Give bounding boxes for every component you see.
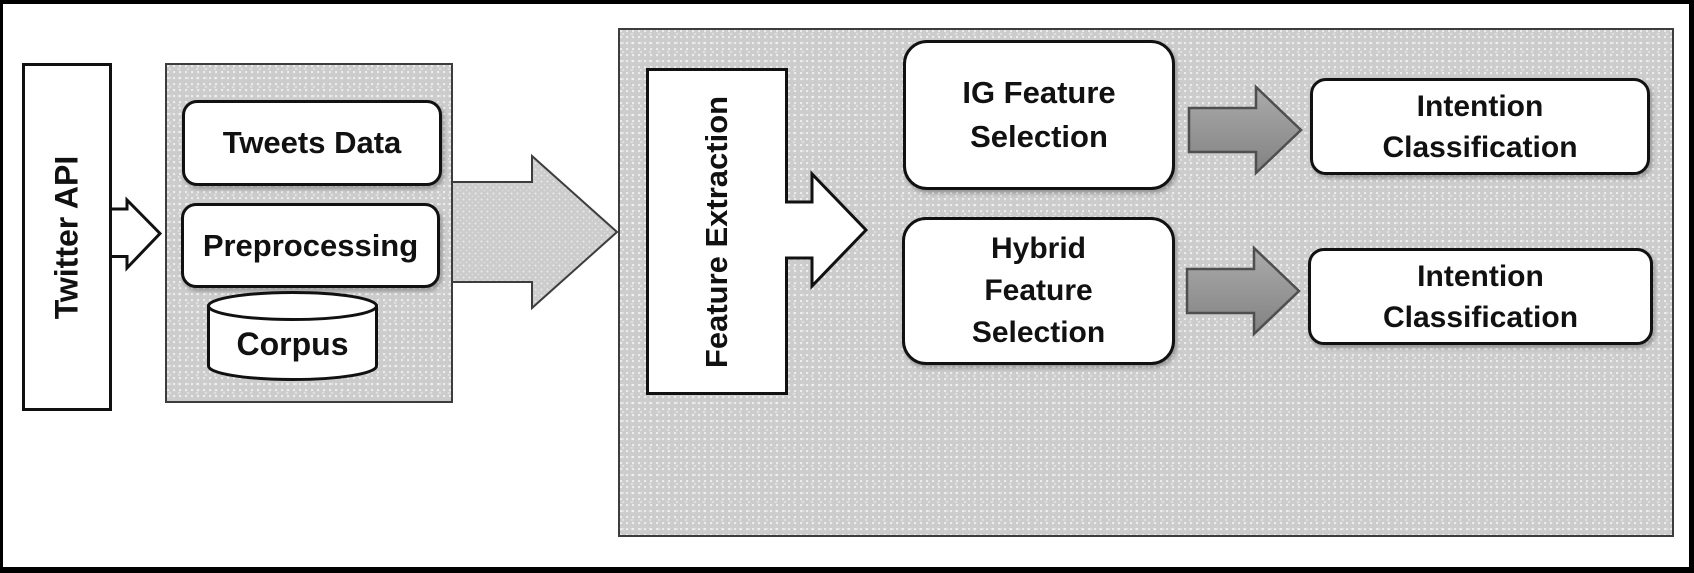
corpus-cylinder-icon <box>207 291 378 381</box>
flow-arrow-collection-to-extraction-icon <box>453 153 619 311</box>
tweets-data-label: Tweets Data <box>222 125 402 160</box>
label-line: Classification <box>1382 130 1578 164</box>
label-line: Intention <box>1416 89 1544 123</box>
tweets-data-box: Tweets Data <box>182 100 442 186</box>
twitter-api-label: Twitter API <box>48 155 85 319</box>
flow-arrow-hybrid-to-classification-icon <box>1185 245 1301 337</box>
label-line: Feature <box>984 274 1093 307</box>
label-line: Selection <box>971 316 1106 349</box>
ig-feature-selection-label: IG Feature Selection <box>962 71 1115 159</box>
label-line: IG Feature <box>962 75 1116 110</box>
label-line: Intention <box>1417 259 1544 293</box>
cylinder-top <box>207 291 378 321</box>
hybrid-feature-selection-box: Hybrid Feature Selection <box>902 217 1175 365</box>
intention-classification-box-2: Intention Classification <box>1308 248 1653 345</box>
flow-arrow-twitter-to-collection-icon <box>109 196 163 272</box>
arrow-shape <box>453 153 619 311</box>
preprocessing-label: Preprocessing <box>202 227 419 263</box>
arrow-shape <box>1185 245 1301 337</box>
ig-feature-selection-box: IG Feature Selection <box>903 40 1175 190</box>
flow-arrow-extraction-to-selection-icon <box>785 170 869 290</box>
intention-classification-label-1: Intention Classification <box>1382 86 1577 168</box>
intention-classification-label-2: Intention Classification <box>1383 256 1578 338</box>
intention-classification-box-1: Intention Classification <box>1310 78 1650 175</box>
feature-extraction-label: Feature Extraction <box>699 95 735 368</box>
preprocessing-box: Preprocessing <box>181 203 440 288</box>
label-line: Classification <box>1382 300 1579 334</box>
label-line: Hybrid <box>990 232 1086 265</box>
twitter-api-box: Twitter API <box>22 63 112 411</box>
corpus-label: Corpus <box>236 325 349 362</box>
arrow-shape <box>785 170 869 290</box>
flow-arrow-ig-to-classification-icon <box>1187 84 1303 176</box>
hybrid-feature-selection-label: Hybrid Feature Selection <box>972 228 1105 354</box>
arrow-shape <box>109 196 163 272</box>
label-line: Selection <box>970 119 1108 154</box>
arrow-shape <box>1187 84 1303 176</box>
cylinder-body <box>207 304 378 381</box>
feature-extraction-box: Feature Extraction <box>646 68 788 395</box>
